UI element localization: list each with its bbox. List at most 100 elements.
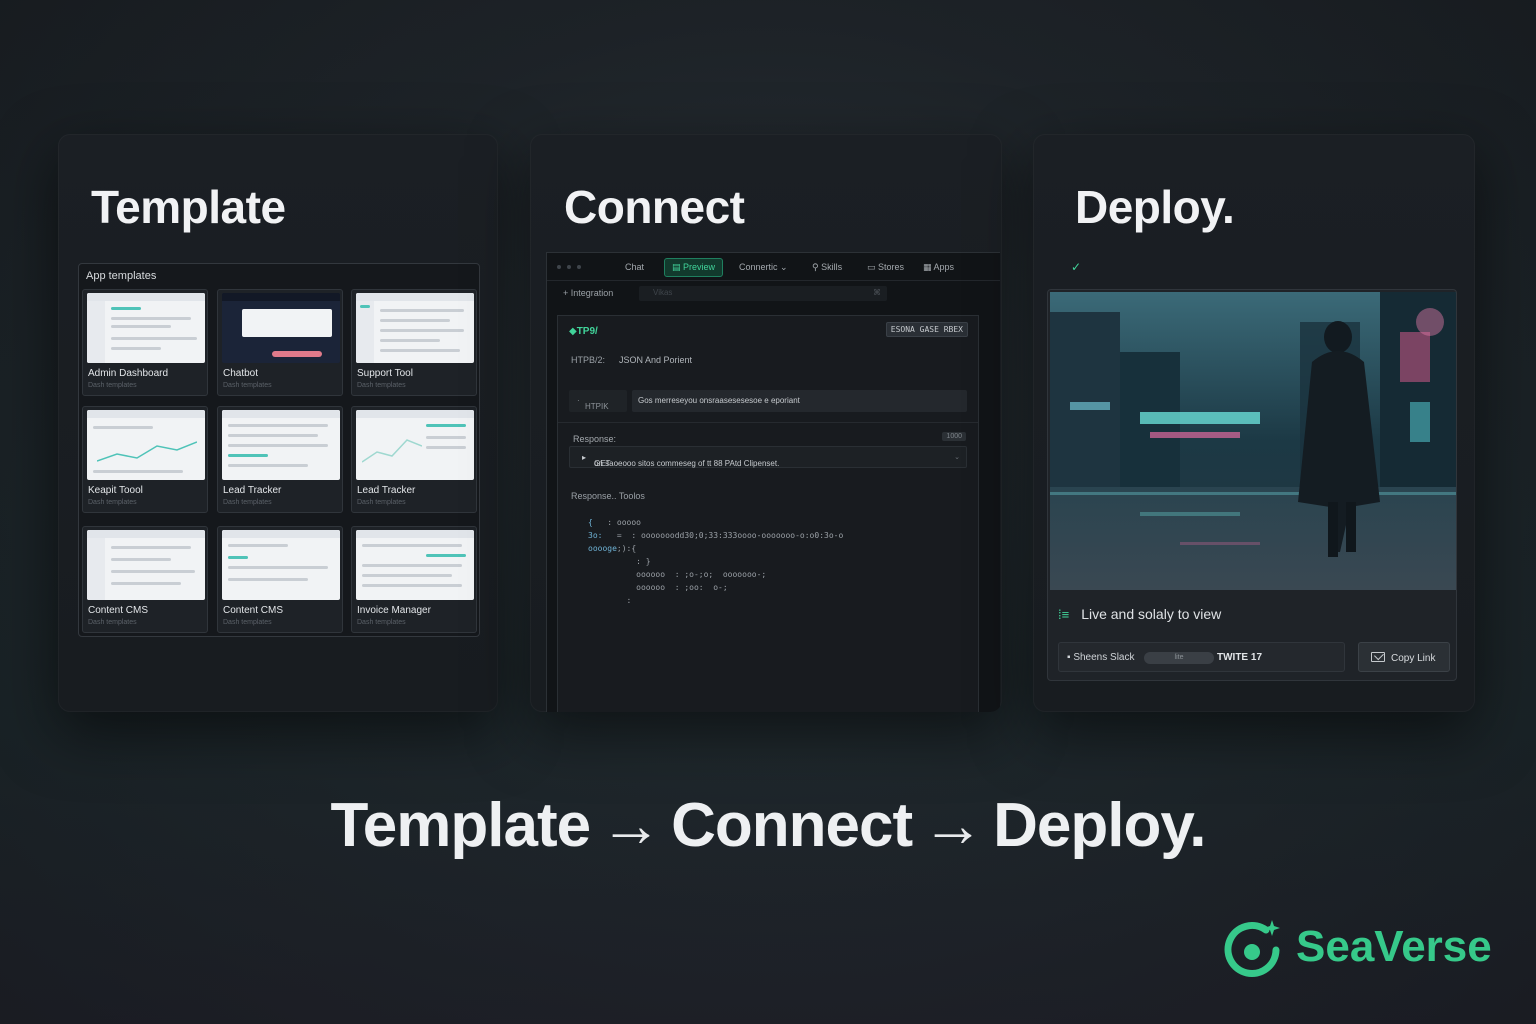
- share-tag: TWITE 17: [1217, 652, 1263, 663]
- template-card-sub: Dash templates: [223, 382, 272, 389]
- share-pill: lite: [1144, 652, 1214, 664]
- template-card-sub: Dash templates: [88, 619, 137, 626]
- tab-connector[interactable]: Connertic ⌄: [739, 262, 788, 273]
- preview-icon: ▤: [672, 262, 684, 272]
- template-card-lead-tracker[interactable]: Lead Tracker Dash templates: [217, 406, 343, 513]
- template-card-keapit-toool[interactable]: Keapit Toool Dash templates: [82, 406, 208, 513]
- api-subtitle-left: HTPB/2:: [571, 355, 606, 365]
- template-thumbnail: [87, 293, 205, 363]
- integration-label: Integration: [570, 288, 614, 298]
- template-card-content-cms-2[interactable]: Content CMS Dash templates: [217, 526, 343, 633]
- plus-icon: +: [563, 288, 571, 298]
- divider: [558, 422, 978, 423]
- arrow-right-icon: →: [600, 791, 662, 860]
- template-card-sub: Dash templates: [88, 382, 137, 389]
- api-subtitle: HTPB/2: JSON And Porient: [571, 355, 692, 365]
- window-dot: [557, 265, 561, 269]
- template-card-lead-tracker-2[interactable]: Lead Tracker Dash templates: [351, 406, 477, 513]
- response-badge: 1000: [942, 432, 966, 441]
- template-thumbnail: [222, 410, 340, 480]
- template-card-name: Content CMS: [223, 605, 284, 616]
- connect-title: Connect: [564, 181, 745, 233]
- headline-deploy: Deploy.: [993, 791, 1206, 860]
- response-tools-label: Response.. Toolos: [571, 491, 645, 501]
- tab-chat[interactable]: Chat: [625, 262, 645, 272]
- connect-window: Chat ▤ Preview Connertic ⌄ ⚲ Skills ▭ St…: [546, 252, 1000, 712]
- template-card-content-cms[interactable]: Content CMS Dash templates: [82, 526, 208, 633]
- stores-icon: ▭: [867, 262, 879, 272]
- search-placeholder: Vikas: [653, 288, 673, 297]
- template-card-support-tool[interactable]: Support Tool Dash templates: [351, 289, 477, 396]
- template-card-sub: Dash templates: [357, 382, 406, 389]
- response-label: Response:: [573, 434, 617, 444]
- arrow-right-icon: →: [922, 791, 984, 860]
- tab-stores-label: Stores: [878, 262, 905, 272]
- api-request-card: ◆TP9/ ESONA GASE RBEX HTPB/2:JSON And Po…: [557, 315, 979, 712]
- mail-icon: [1371, 652, 1385, 662]
- tab-preview[interactable]: ▤ Preview: [664, 258, 724, 277]
- headline-template: Template: [330, 791, 592, 860]
- integration-search-input[interactable]: Vikas ⌘: [639, 286, 887, 301]
- integration-bar: + Integration Vikas ⌘: [547, 283, 1000, 305]
- copy-link-label: Copy Link: [1391, 653, 1436, 664]
- response-select[interactable]: GET ▸ on saoeooo sitos commeseg of tt 88…: [569, 446, 967, 468]
- share-field[interactable]: ▪ Sheens Slack lite TWITE 17: [1058, 642, 1345, 672]
- template-card-name: Chatbot: [223, 368, 259, 379]
- api-subtitle-right: JSON And Porient: [619, 355, 693, 365]
- code-block: { : ooooo 3o: = : ooooooodd30;0;33:333oo…: [588, 518, 844, 605]
- template-card-sub: Dash templates: [223, 499, 272, 506]
- search-shortcut: ⌘: [873, 288, 881, 297]
- seaverse-logo: SeaVerse: [1222, 916, 1492, 980]
- check-icon: ✓: [1071, 260, 1082, 274]
- template-thumbnail: [222, 530, 340, 600]
- method-select[interactable]: · HTPIK: [569, 390, 627, 412]
- chevron-down-icon: ⌄: [777, 262, 788, 272]
- deploy-title: Deploy.: [1075, 181, 1235, 233]
- integration-button[interactable]: + Integration: [563, 288, 613, 298]
- chevron-down-icon: ⌄: [954, 454, 960, 461]
- template-thumbnail: [87, 410, 205, 480]
- url-input[interactable]: Gos merreseyou onsraasesesesoe e eporian…: [632, 390, 967, 412]
- diamond-icon: ◆: [569, 326, 577, 337]
- template-card-name: Support Tool: [357, 368, 413, 379]
- response-select-value: GET ▸ on saoeooo sitos commeseg of tt 88…: [582, 453, 780, 468]
- window-dot: [567, 265, 571, 269]
- connect-panel: Connect Chat ▤ Preview Connertic ⌄ ⚲ Ski…: [530, 134, 1002, 712]
- fade-overlay: [558, 623, 978, 712]
- tab-stores[interactable]: ▭ Stores: [867, 262, 904, 273]
- template-panel: Template App templates Admin Dashboard D…: [58, 134, 498, 712]
- template-thumbnail: [87, 530, 205, 600]
- live-status: ⁞≡Live and solaly to view: [1058, 606, 1221, 622]
- api-badge: ESONA GASE RBEX: [885, 322, 968, 337]
- template-card-admin-dashboard[interactable]: Admin Dashboard Dash templates: [82, 289, 208, 396]
- tab-skills-label: Skills: [821, 262, 843, 272]
- headline: Template→Connect→Deploy.: [0, 790, 1536, 861]
- url-row: · HTPIK Gos merreseyou onsraasesesesoe e…: [569, 390, 967, 412]
- template-thumbnail: [356, 410, 474, 480]
- template-card-name: Lead Tracker: [357, 485, 416, 496]
- template-card-name: Keapit Toool: [88, 485, 143, 496]
- template-card-chatbot[interactable]: Chatbot Dash templates: [217, 289, 343, 396]
- app-templates-window: App templates Admin Dashboard Dash templ…: [78, 263, 480, 637]
- headline-connect: Connect: [671, 791, 913, 860]
- template-card-sub: Dash templates: [223, 619, 272, 626]
- template-card-sub: Dash templates: [357, 619, 406, 626]
- template-card-invoice-manager[interactable]: Invoice Manager Dash templates: [351, 526, 477, 633]
- copy-link-button[interactable]: Copy Link: [1358, 642, 1450, 672]
- template-title: Template: [91, 181, 286, 233]
- template-thumbnail: [356, 530, 474, 600]
- template-card-sub: Dash templates: [357, 499, 406, 506]
- skills-icon: ⚲: [812, 262, 822, 272]
- template-card-name: Content CMS: [88, 605, 149, 616]
- deployed-app-preview-image: [1050, 292, 1456, 590]
- deployed-app-frame: ⁞≡Live and solaly to view ▪ Sheens Slack…: [1047, 289, 1457, 681]
- connect-tab-bar: Chat ▤ Preview Connertic ⌄ ⚲ Skills ▭ St…: [547, 253, 1000, 281]
- apps-icon: ▦: [923, 262, 934, 272]
- tab-skills[interactable]: ⚲ Skills: [812, 262, 842, 273]
- tab-apps[interactable]: ▦ Apps: [923, 262, 954, 273]
- template-thumbnail: [222, 293, 340, 363]
- template-card-name: Lead Tracker: [223, 485, 282, 496]
- template-card-name: Admin Dashboard: [88, 368, 169, 379]
- tab-preview-label: Preview: [683, 262, 716, 272]
- seaverse-logo-text: SeaVerse: [1296, 922, 1492, 971]
